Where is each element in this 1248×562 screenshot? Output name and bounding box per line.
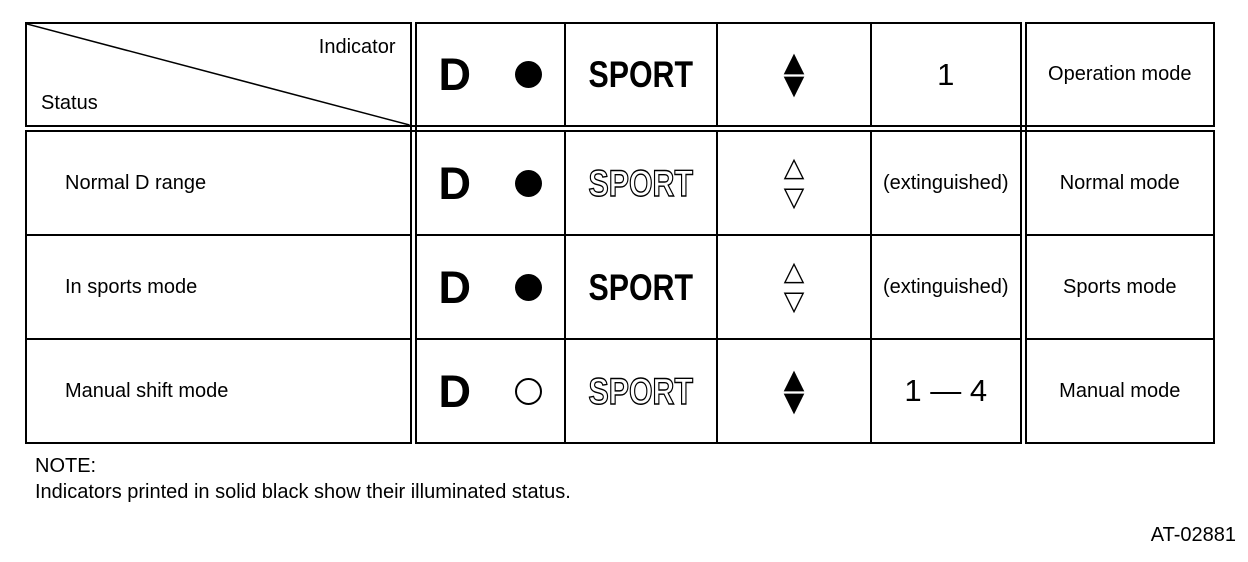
d-indicator: D xyxy=(438,157,472,209)
header-mode-cell: Operation mode xyxy=(1022,22,1215,132)
sport-cell: SPORT xyxy=(564,234,718,340)
updown-arrows-icon: △ ▽ xyxy=(783,152,805,213)
d-cell: D xyxy=(412,338,566,444)
mode-label: Normal mode xyxy=(1059,171,1180,194)
table-row-manual-shift-mode: Manual shift mode D SPORT ▲ ▼ xyxy=(25,338,1215,444)
status-cell: Normal D range xyxy=(25,127,417,236)
header-gear-cell: 1 xyxy=(870,22,1027,132)
d-indicator: D xyxy=(438,261,472,313)
table-row-in-sports-mode: In sports mode D SPORT △ ▽ xyxy=(25,234,1215,340)
d-indicator-group: D xyxy=(438,261,542,313)
d-indicator: D xyxy=(438,49,472,100)
corner-label-status: Status xyxy=(41,92,98,114)
gear-cell: 1 — 4 xyxy=(870,338,1027,444)
note-heading: NOTE: xyxy=(35,455,97,477)
mode-label: Manual mode xyxy=(1059,379,1181,402)
d-cell: D xyxy=(412,127,566,236)
sport-indicator: SPORT xyxy=(588,370,694,412)
updown-arrows-icon: ▲ ▼ xyxy=(783,363,805,418)
d-indicator-group: D xyxy=(438,157,542,209)
status-cell: In sports mode xyxy=(25,234,417,340)
gear-cell: (extinguished) xyxy=(870,234,1027,340)
note-body: Indicators printed in solid black show t… xyxy=(35,481,571,503)
up-arrow-icon: △ xyxy=(783,152,805,183)
gear-cell: (extinguished) xyxy=(870,127,1027,236)
sport-indicator: SPORT xyxy=(588,266,694,308)
sport-cell: SPORT xyxy=(564,338,718,444)
up-arrow-icon: △ xyxy=(783,256,805,287)
corner-header-cell: Indicator Status xyxy=(25,22,417,132)
mode-cell: Sports mode xyxy=(1022,234,1215,340)
shift-lock-circle-icon xyxy=(515,61,542,88)
down-arrow-icon: ▽ xyxy=(783,286,805,317)
status-label: Normal D range xyxy=(65,171,207,194)
mode-cell: Normal mode xyxy=(1022,127,1215,236)
indicator-status-table: Indicator Status D SPORT ▲ ▼ xyxy=(25,22,1215,444)
status-label: In sports mode xyxy=(65,275,198,298)
mode-cell: Manual mode xyxy=(1022,338,1215,444)
down-arrow-icon: ▽ xyxy=(783,182,805,213)
updown-arrows-icon: ▲ ▼ xyxy=(783,47,805,101)
mode-label: Sports mode xyxy=(1063,275,1177,298)
table-row-normal-d-range: Normal D range D SPORT △ ▽ xyxy=(25,127,1215,236)
d-indicator: D xyxy=(438,365,472,417)
sport-cell: SPORT xyxy=(564,127,718,236)
sport-indicator: SPORT xyxy=(588,162,694,204)
header-d-cell: D xyxy=(412,22,566,132)
figure-code: AT-02881 xyxy=(1150,524,1236,546)
down-arrow-icon: ▼ xyxy=(783,70,805,101)
shift-lock-circle-icon xyxy=(515,169,542,197)
down-arrow-icon: ▼ xyxy=(783,386,805,418)
gear-position-indicator: 1 xyxy=(937,56,955,92)
up-arrow-icon: ▲ xyxy=(783,363,805,395)
d-indicator-group: D xyxy=(438,365,542,417)
shift-lock-circle-icon xyxy=(515,273,542,301)
header-sport-cell: SPORT xyxy=(564,22,718,132)
corner-label-indicator: Indicator xyxy=(318,36,396,58)
arrows-cell: ▲ ▼ xyxy=(716,338,872,444)
gear-position-indicator: 1 — 4 xyxy=(904,373,988,408)
header-arrows-cell: ▲ ▼ xyxy=(716,22,872,132)
up-arrow-icon: ▲ xyxy=(783,47,805,78)
arrows-cell: △ ▽ xyxy=(716,127,872,236)
gear-position-indicator: (extinguished) xyxy=(882,275,1009,298)
gear-position-indicator: (extinguished) xyxy=(882,171,1009,194)
d-indicator-group: D xyxy=(438,49,542,100)
table-header-row: Indicator Status D SPORT ▲ ▼ xyxy=(25,22,1215,132)
d-cell: D xyxy=(412,234,566,340)
status-cell: Manual shift mode xyxy=(25,338,417,444)
note-block: NOTE: Indicators printed in solid black … xyxy=(35,453,571,505)
updown-arrows-icon: △ ▽ xyxy=(783,256,805,317)
status-label: Manual shift mode xyxy=(65,379,229,402)
diagonal-divider xyxy=(27,24,410,125)
arrows-cell: △ ▽ xyxy=(716,234,872,340)
sport-indicator: SPORT xyxy=(588,54,694,95)
shift-lock-circle-icon xyxy=(515,377,542,405)
operation-mode-header-label: Operation mode xyxy=(1048,63,1192,85)
